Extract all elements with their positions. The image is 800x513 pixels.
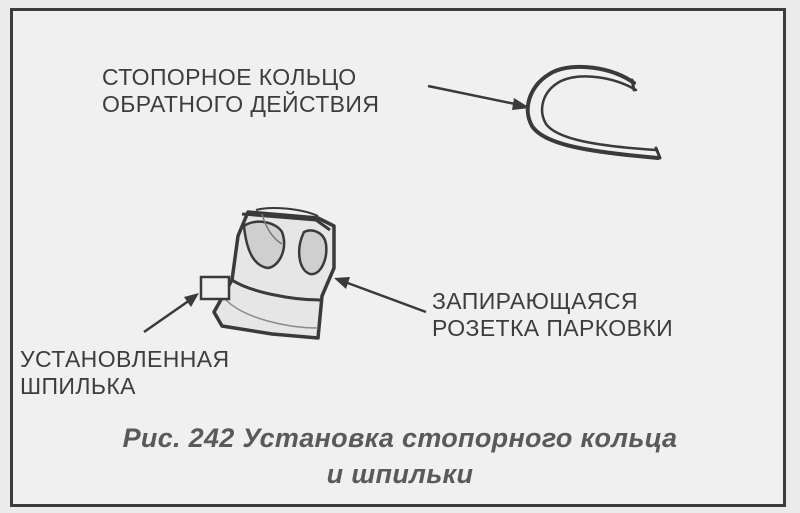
installed-pin xyxy=(199,275,231,301)
figure-caption: Рис. 242 Установка стопорного кольца и ш… xyxy=(0,420,800,492)
caption-line1: Рис. 242 Установка стопорного кольца xyxy=(122,423,678,453)
installed-pin-label-line2: ШПИЛЬКА xyxy=(20,373,136,399)
park-lock-socket-label: ЗАПИРАЮЩАЯСЯ РОЗЕТКА ПАРКОВКИ xyxy=(432,288,673,342)
installed-pin-label: УСТАНОВЛЕННАЯ ШПИЛЬКА xyxy=(20,346,229,400)
pin-leader-arrow xyxy=(143,293,199,334)
park-lock-socket-label-line2: РОЗЕТКА ПАРКОВКИ xyxy=(432,315,674,341)
ring-leader-arrow xyxy=(427,84,530,110)
park-lock-socket xyxy=(212,207,336,340)
socket-leader-arrow xyxy=(334,277,427,314)
retaining-ring-label-line1: СТОПОРНОЕ КОЛЬЦО xyxy=(102,64,357,90)
caption-line2: и шпильки xyxy=(326,459,474,489)
installed-pin-label-line1: УСТАНОВЛЕННАЯ xyxy=(20,346,230,372)
retaining-ring-label-line2: ОБРАТНОГО ДЕЙСТВИЯ xyxy=(102,91,380,117)
figure-frame xyxy=(10,8,786,507)
park-lock-socket-label-line1: ЗАПИРАЮЩАЯСЯ xyxy=(432,288,638,314)
retaining-ring-label: СТОПОРНОЕ КОЛЬЦО ОБРАТНОГО ДЕЙСТВИЯ xyxy=(102,64,379,118)
retaining-ring xyxy=(525,64,662,160)
